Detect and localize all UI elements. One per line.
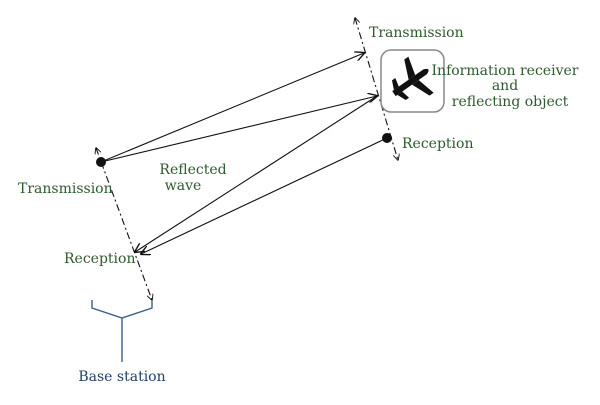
antenna-icon bbox=[91, 300, 153, 362]
label-info-receiver-line3: reflecting object bbox=[452, 94, 569, 110]
left-track-line bbox=[96, 148, 152, 300]
label-transmission-top: Transmission bbox=[369, 25, 464, 41]
ray-base-to-object bbox=[100, 96, 377, 163]
label-reception-right: Reception bbox=[402, 136, 473, 152]
label-info-receiver-line1: Information receiver bbox=[432, 63, 579, 79]
label-reception-left: Reception bbox=[64, 251, 135, 267]
label-reflected-line2: wave bbox=[165, 178, 202, 194]
ray-reception-right-to-base bbox=[141, 137, 388, 254]
ray-reflected-to-base bbox=[135, 95, 378, 252]
label-transmission-left: Transmission bbox=[18, 181, 113, 197]
label-info-receiver-line2: and bbox=[492, 78, 518, 94]
ray-base-to-transmission-top bbox=[100, 53, 364, 163]
airplane-icon bbox=[380, 49, 445, 113]
label-base-station: Base station bbox=[78, 369, 165, 385]
label-reflected-line1: Reflected bbox=[159, 162, 226, 178]
